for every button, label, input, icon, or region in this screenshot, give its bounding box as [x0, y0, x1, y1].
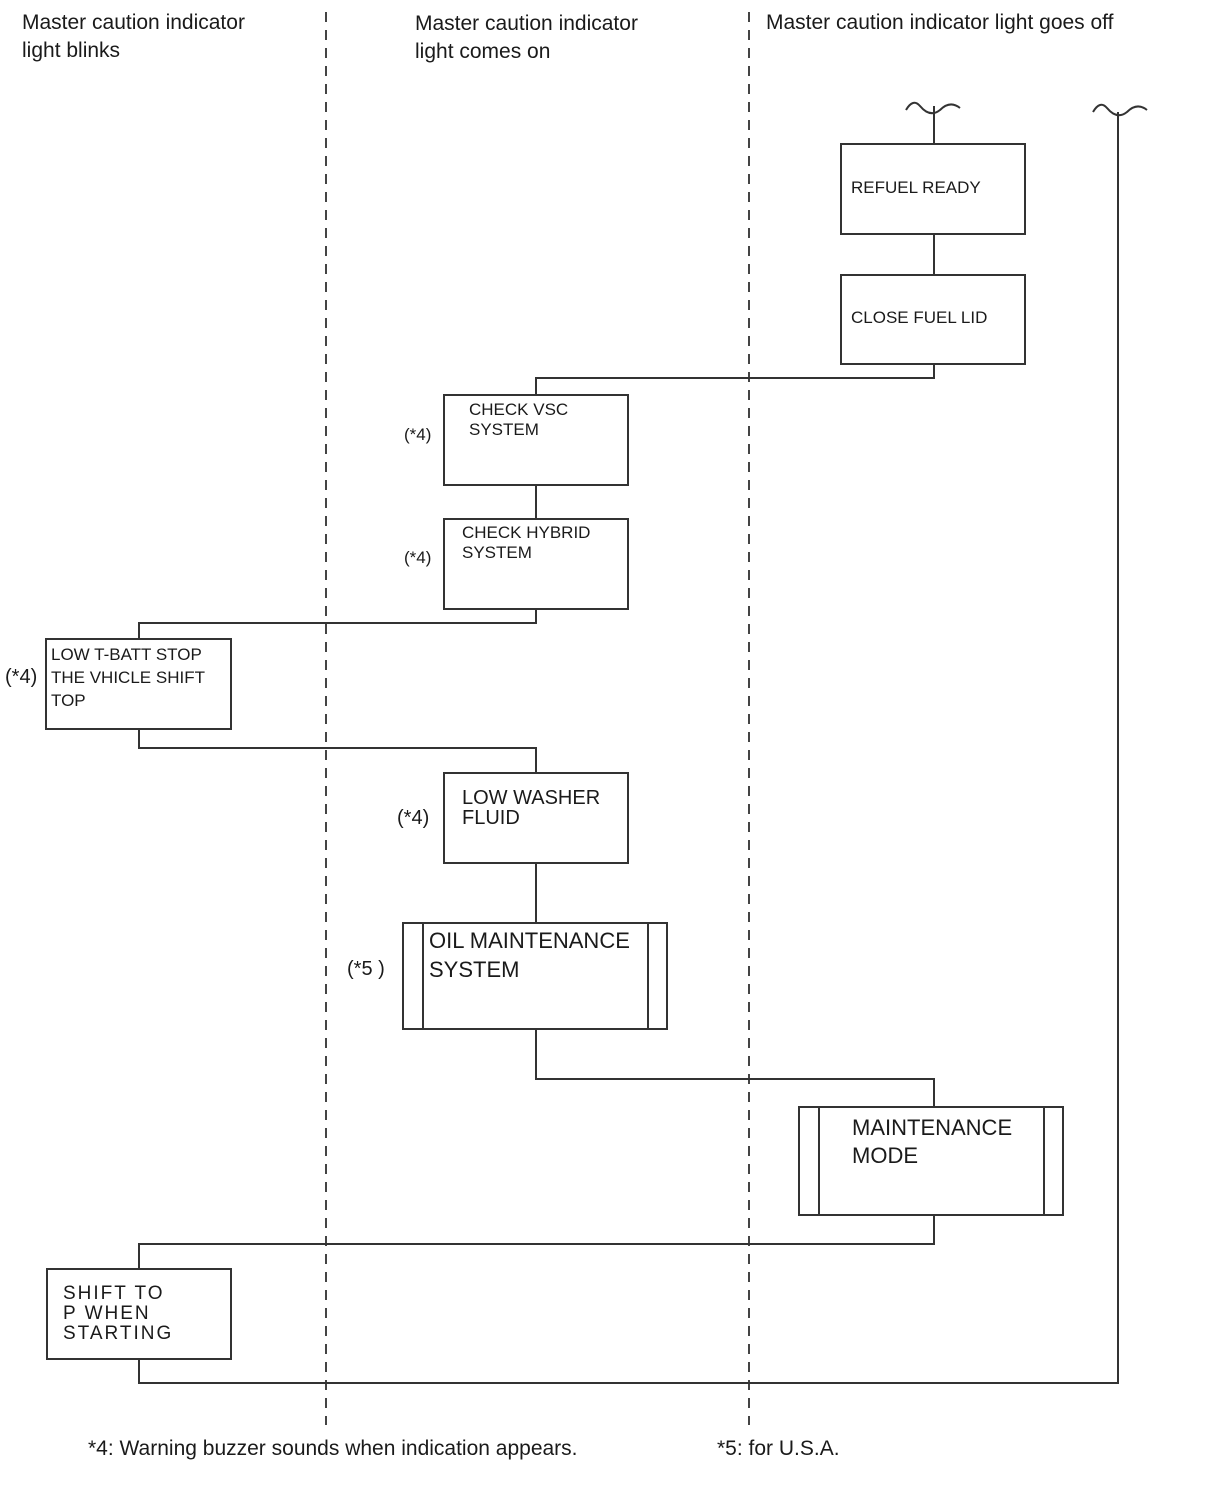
box-check-hybrid-system: CHECK HYBRID SYSTEM — [443, 518, 629, 610]
note-marker-low-washer: (*4) — [397, 807, 430, 829]
column-header-blinks: Master caution indicator light blinks — [22, 11, 245, 62]
box-close-fuel-lid: CLOSE FUEL LID — [840, 274, 1026, 365]
box-maintenance-mode-inner-right-rule — [1043, 1108, 1045, 1214]
note-marker-vsc: (*4) — [404, 425, 432, 444]
column-header-comes-on: Master caution indicator light comes on — [415, 12, 638, 63]
box-check-hybrid-system-label: CHECK HYBRID SYSTEM — [462, 523, 591, 562]
note-marker-low-t-batt: (*4) — [5, 666, 38, 688]
box-maintenance-mode-inner-left-rule — [818, 1108, 820, 1214]
box-oil-maintenance-system: OIL MAINTENANCE SYSTEM — [402, 922, 668, 1030]
footnote-usa: *5: for U.S.A. — [717, 1437, 840, 1460]
column-header-goes-off: Master caution indicator light goes off — [766, 11, 1114, 34]
box-shift-to-p: SHIFT TO P WHEN STARTING — [46, 1268, 232, 1360]
box-check-vsc-system-label: CHECK VSC SYSTEM — [469, 400, 569, 439]
footnote-warning-buzzer: *4: Warning buzzer sounds when indicatio… — [88, 1437, 578, 1460]
connector-oil-maintenance — [535, 1030, 935, 1106]
box-low-t-batt-label: LOW T-BATT STOP THE VHICLE SHIFT TOP — [51, 645, 205, 710]
connector-lowtbatt-washer — [138, 730, 537, 772]
box-low-washer-fluid-label: LOW WASHER FLUID — [462, 787, 601, 829]
connector-hybrid-lowtbatt — [138, 610, 537, 638]
continuation-mark-left — [905, 101, 961, 115]
box-refuel-ready-label: REFUEL READY — [851, 178, 981, 197]
note-marker-hybrid: (*4) — [404, 548, 432, 567]
box-check-vsc-system: CHECK VSC SYSTEM — [443, 394, 629, 486]
connector-maintenance-shift — [138, 1216, 935, 1268]
box-low-t-batt: LOW T-BATT STOP THE VHICLE SHIFT TOP — [45, 638, 232, 730]
connector-closefuel-vsc — [535, 365, 935, 394]
box-oil-maintenance-system-label: OIL MAINTENANCE SYSTEM — [429, 928, 630, 982]
continuation-mark-right — [1092, 103, 1148, 117]
box-oil-maintenance-inner-left-rule — [422, 924, 424, 1028]
box-low-washer-fluid: LOW WASHER FLUID — [443, 772, 629, 864]
box-oil-maintenance-inner-right-rule — [647, 924, 649, 1028]
box-maintenance-mode-label: MAINTENANCE MODE — [852, 1115, 1013, 1168]
box-refuel-ready: REFUEL READY — [840, 143, 1026, 235]
connector-shift-return — [138, 112, 1119, 1384]
note-marker-oil-maintenance: (*5 ) — [347, 958, 385, 980]
box-close-fuel-lid-label: CLOSE FUEL LID — [851, 308, 988, 327]
box-maintenance-mode: MAINTENANCE MODE — [798, 1106, 1064, 1216]
box-shift-to-p-label: SHIFT TO P WHEN STARTING — [63, 1283, 174, 1344]
